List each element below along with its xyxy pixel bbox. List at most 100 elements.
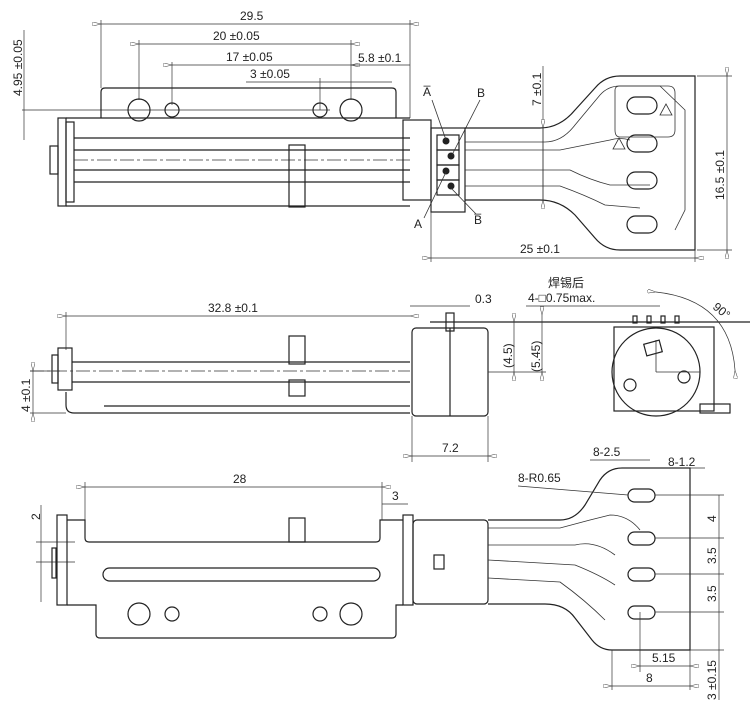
solder-pad bbox=[627, 567, 656, 582]
end-plate bbox=[56, 514, 68, 606]
end-plate bbox=[57, 117, 67, 207]
note-after-soldering: 焊锡后 bbox=[548, 275, 584, 290]
dim-motor-length: 7.2 bbox=[442, 441, 459, 455]
bracket-tab bbox=[699, 403, 731, 414]
pin-label-a: A bbox=[414, 217, 422, 231]
dim-pad-pitch-2: 3.5 bbox=[705, 547, 719, 564]
solder-note: 4-□0.75max. bbox=[528, 291, 595, 305]
end-plate bbox=[57, 347, 73, 391]
dim-fpc-width-8: 8 bbox=[646, 671, 653, 685]
angle-label: 90° bbox=[710, 300, 733, 323]
fpc-trace bbox=[487, 577, 606, 621]
dim-tail: 3 ±0.15 bbox=[705, 660, 719, 700]
screw-icon bbox=[623, 378, 637, 392]
fpc-outline bbox=[488, 467, 691, 651]
solder-pad bbox=[626, 215, 658, 234]
side-view: 32.8 ±0.1 4 ±0.1 7.2 0.3 (4.5) (5.45) bbox=[19, 292, 750, 462]
fpc-trace bbox=[465, 185, 641, 209]
slider-nut bbox=[288, 517, 306, 543]
fpc-trace bbox=[465, 138, 631, 151]
solder-pad bbox=[626, 96, 658, 115]
mount-hole-small bbox=[312, 606, 328, 622]
pin-dot bbox=[442, 167, 450, 175]
dim-pad-offset: 5.15 bbox=[652, 651, 676, 665]
leader bbox=[517, 485, 629, 496]
pin-label-a-bar: A̅ bbox=[423, 85, 431, 99]
slider-nut bbox=[288, 144, 306, 208]
mount-hole-large bbox=[127, 602, 151, 626]
frame-top bbox=[67, 519, 403, 543]
pad-outline bbox=[614, 85, 676, 138]
pin-dot bbox=[447, 152, 455, 160]
solder-pin bbox=[445, 312, 455, 332]
dim-hole-pitch-large: 20 ±0.05 bbox=[213, 29, 260, 43]
dim-overall-bracket: 29.5 bbox=[240, 9, 264, 23]
motor-frame bbox=[613, 326, 715, 412]
dim-fpc-length: 25 ±0.1 bbox=[520, 242, 560, 256]
dim-slot-offset: 2 bbox=[29, 513, 43, 520]
solder-pad bbox=[627, 531, 656, 546]
leader bbox=[423, 171, 447, 219]
screw-icon bbox=[677, 370, 691, 384]
angle-arc bbox=[656, 292, 735, 370]
slider-nut bbox=[288, 379, 306, 397]
pad-length-note: 8-2.5 bbox=[593, 445, 621, 459]
dim-pad-pitch-1: 4 bbox=[705, 515, 719, 522]
mount-hole-small bbox=[312, 102, 328, 118]
dim-hole-offset: 3 ±0.05 bbox=[250, 67, 290, 81]
warning-triangle-icon bbox=[659, 103, 673, 116]
dim-shaft-height: 4 ±0.1 bbox=[19, 378, 33, 412]
end-plate bbox=[402, 514, 414, 606]
mount-hole-large bbox=[127, 98, 151, 122]
leader bbox=[450, 187, 477, 215]
pad-width-note: 8-1.2 bbox=[668, 455, 696, 469]
warning-triangle-icon bbox=[612, 137, 626, 150]
end-view: 焊锡后 4-□0.75max. 90° bbox=[526, 275, 735, 417]
dim-hole-pitch-small: 17 ±0.05 bbox=[226, 50, 273, 64]
end-plate-inner bbox=[65, 121, 75, 203]
bracket-bottom bbox=[67, 604, 403, 639]
motor-window bbox=[433, 554, 445, 570]
fpc-trace bbox=[465, 85, 686, 231]
pin-label-b-bar: B̅ bbox=[474, 213, 482, 227]
dim-travel: 28 bbox=[233, 472, 247, 486]
fpc-trace bbox=[488, 514, 641, 531]
fpc-trace bbox=[487, 559, 616, 586]
dim-height-a: (4.5) bbox=[501, 343, 515, 368]
leader bbox=[431, 99, 447, 141]
solder-pad bbox=[627, 488, 656, 503]
top-view: 29.5 20 ±0.05 17 ±0.05 5.8 ±0.1 3 ±0.05 … bbox=[11, 9, 732, 262]
dim-end-gap: 3 bbox=[392, 489, 399, 503]
motor-can bbox=[412, 519, 489, 605]
dim-fpc-neck: 7 ±0.1 bbox=[530, 72, 544, 106]
pin-label-b: B bbox=[477, 86, 485, 100]
mount-hole-large bbox=[339, 98, 363, 122]
mount-hole-small bbox=[164, 606, 180, 622]
mount-hole-small bbox=[164, 102, 180, 118]
bracket-top-plate bbox=[100, 87, 397, 118]
solder-pad bbox=[626, 171, 658, 190]
shaft-cap bbox=[49, 145, 59, 175]
dim-edge-offset: 5.8 ±0.1 bbox=[358, 51, 402, 65]
mount-hole-large bbox=[339, 602, 363, 626]
bottom-view: 28 3 2 8-R0.65 8-2.5 8-1.2 bbox=[29, 445, 724, 700]
dim-height-b: (5.45) bbox=[529, 341, 543, 372]
dim-hole-height: 4.95 ±0.05 bbox=[11, 39, 25, 96]
fpc-outline bbox=[465, 75, 696, 251]
guide-slot bbox=[102, 567, 381, 582]
shaft-cap bbox=[51, 354, 59, 384]
dim-pad-pitch-3: 3.5 bbox=[705, 585, 719, 602]
pin-dot bbox=[447, 182, 455, 190]
dim-thickness: 0.3 bbox=[475, 292, 492, 306]
pin-dot bbox=[442, 137, 450, 145]
slider-nut bbox=[288, 335, 306, 365]
frame-base bbox=[65, 392, 410, 414]
solder-pad bbox=[627, 605, 656, 620]
shaft-cap bbox=[51, 547, 57, 579]
fpc-trace bbox=[488, 543, 616, 556]
pad-radius-note: 8-R0.65 bbox=[518, 471, 561, 485]
fpc-trace bbox=[465, 169, 650, 186]
terminal-block bbox=[642, 339, 664, 357]
pin-pads bbox=[436, 134, 460, 196]
